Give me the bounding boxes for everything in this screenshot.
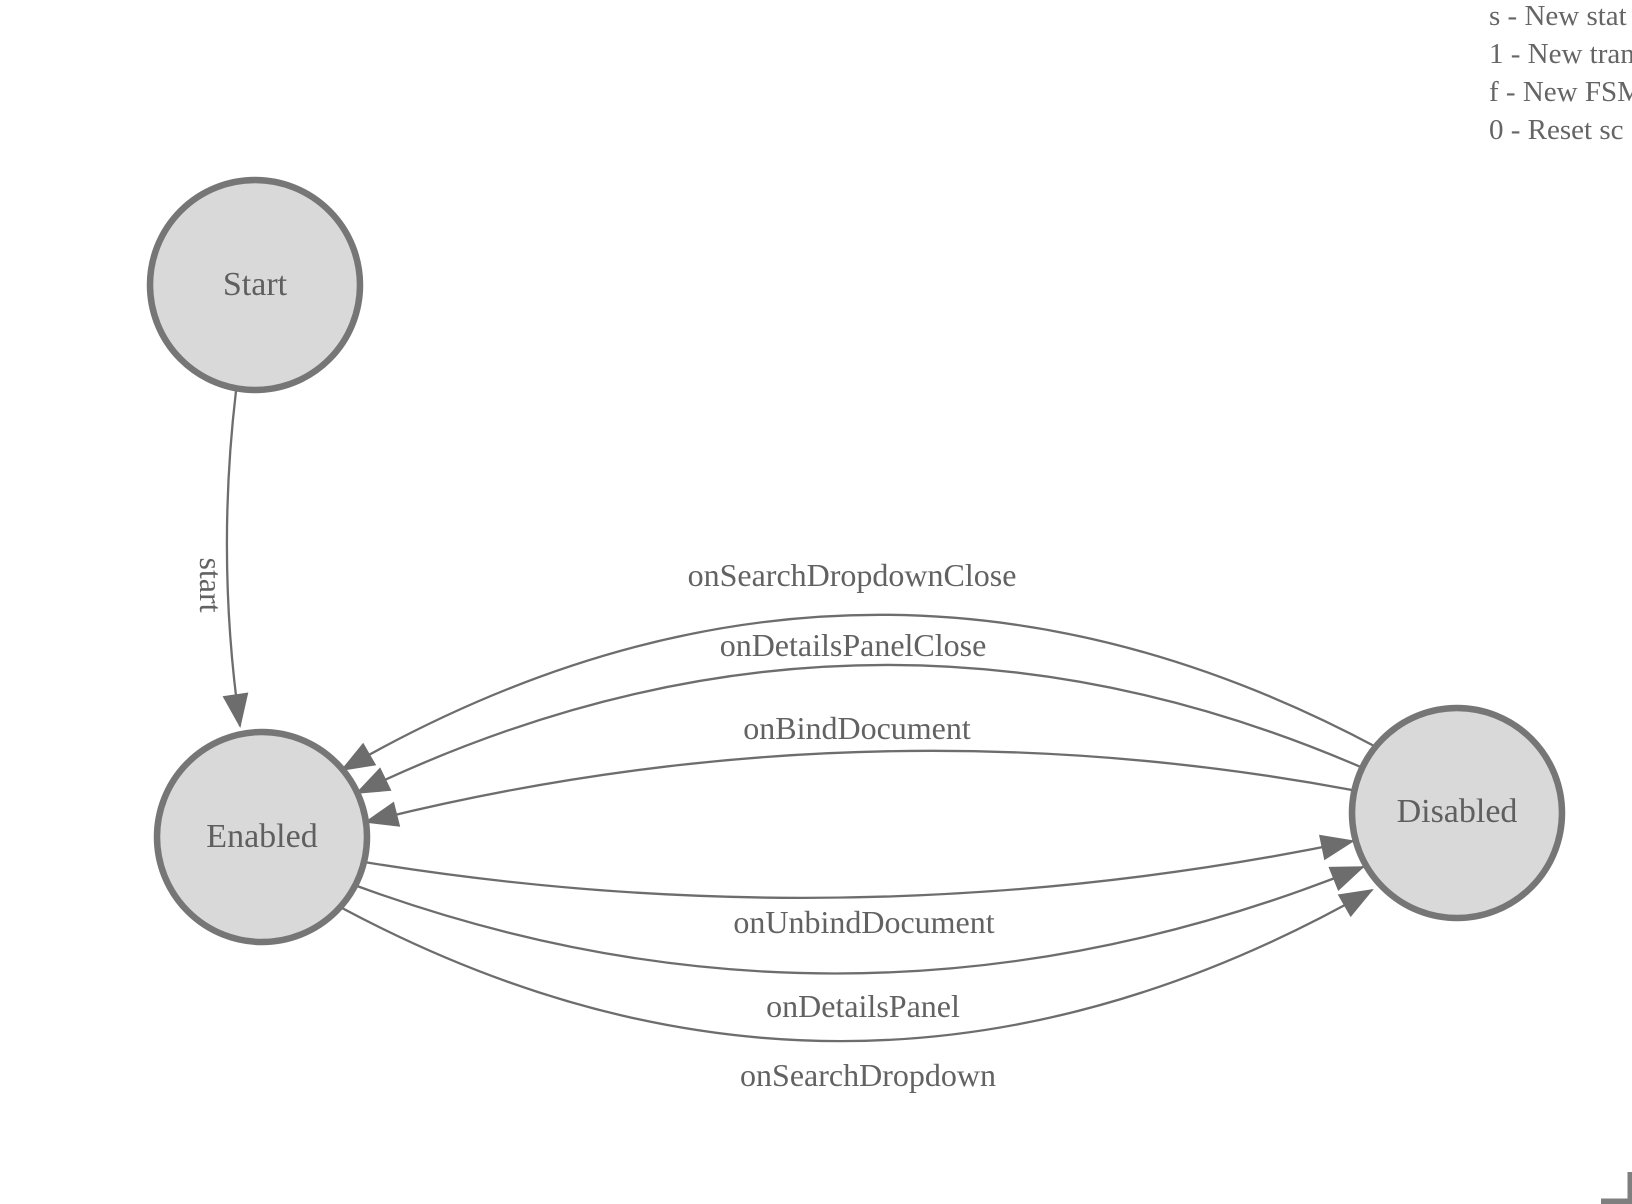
legend-line-new-fsm: f - New FSM [1489,76,1632,108]
edge-label-on-details-panel: onDetailsPanel [766,988,960,1024]
legend-hotkeys: s - New stat 1 - New tran f - New FSM 0 … [1489,0,1632,149]
edge-on-bind-document[interactable] [364,749,1353,827]
legend-line-new-transition: 1 - New tran [1489,38,1632,70]
partial-element-corner [1601,1172,1632,1204]
state-node-enabled[interactable]: Enabled [153,728,371,946]
edge-on-search-dropdown-close[interactable] [340,613,1379,771]
state-circle-disabled[interactable] [1348,704,1566,922]
edge-on-search-dropdown[interactable] [341,889,1374,1043]
edge-label-on-search-dropdown-close: onSearchDropdownClose [688,557,1017,593]
state-circle-start[interactable] [146,176,364,394]
corner-vertical-bar [1627,1172,1632,1204]
edge-on-details-panel-close[interactable] [355,663,1364,795]
edge-on-details-panel[interactable] [356,865,1365,975]
state-circle-enabled[interactable] [153,728,371,946]
edge-label-on-unbind-document: onUnbindDocument [733,904,994,940]
edge-label-on-search-dropdown: onSearchDropdown [740,1057,996,1093]
state-node-start[interactable]: Start [146,176,364,394]
state-label-enabled: Enabled [206,818,317,855]
state-label-disabled: Disabled [1397,793,1518,830]
legend-line-new-state: s - New stat [1489,0,1627,32]
edge-label-start: start [193,557,229,612]
edge-start-to-enabled[interactable] [222,390,249,728]
state-label-start: Start [223,266,288,303]
edge-label-on-bind-document: onBindDocument [743,710,971,746]
legend-line-reset-scale: 0 - Reset sc [1489,114,1624,146]
edge-label-on-details-panel-close: onDetailsPanelClose [720,627,987,663]
edge-on-unbind-document[interactable] [363,834,1355,899]
state-node-disabled[interactable]: Disabled [1348,704,1566,922]
corner-horizontal-bar [1601,1198,1632,1204]
